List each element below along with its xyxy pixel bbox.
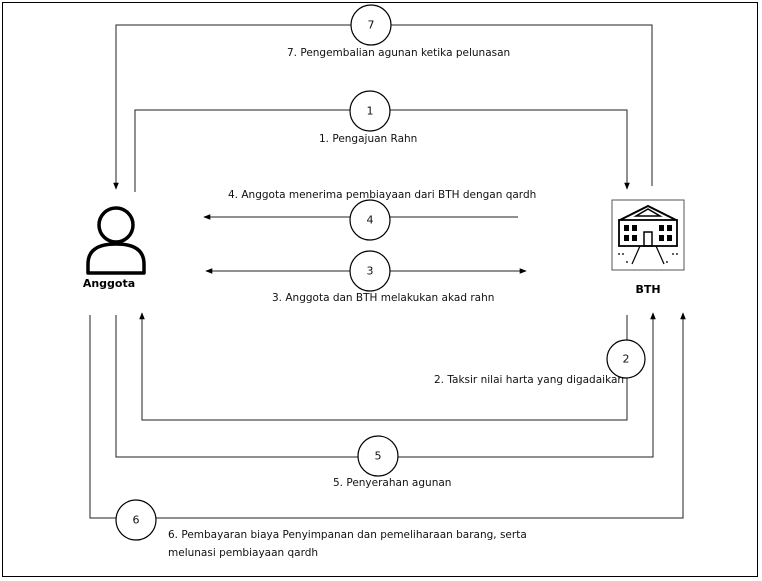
step-1-marker — [349, 90, 391, 132]
step-7: 7 7. Pengembalian agunan ketika pelunasa… — [113, 4, 653, 190]
person-icon — [86, 206, 146, 275]
step-4-marker — [349, 199, 391, 241]
step-1: 1 1. Pengajuan Rahn — [134, 90, 630, 192]
step-2-arrow — [139, 312, 628, 421]
step-2: 2 2. Taksir nilai harta yang digadaikan — [139, 312, 646, 421]
step-6-label-line2: melunasi pembiayaan qardh — [168, 547, 318, 559]
bth-actor: BTH — [611, 199, 685, 296]
step-6-marker — [115, 499, 157, 541]
step-6-arrow — [89, 312, 686, 519]
step-1-number: 1 — [367, 105, 374, 118]
step-7-marker — [350, 4, 392, 46]
step-3: 3 3. Anggota dan BTH melakukan akad rahn — [205, 250, 527, 304]
step-7-number: 7 — [368, 19, 375, 32]
bth-label: BTH — [635, 283, 660, 296]
step-4: 4 4. Anggota menerima pembiayaan dari BT… — [203, 189, 536, 241]
building-icon — [611, 199, 685, 271]
step-2-marker — [606, 339, 646, 379]
step-5-marker — [357, 435, 399, 477]
step-3-label: 3. Anggota dan BTH melakukan akad rahn — [272, 292, 494, 304]
step-5-label: 5. Penyerahan agunan — [333, 477, 451, 489]
step-6: 6 6. Pembayaran biaya Penyimpanan dan pe… — [89, 312, 686, 559]
anggota-actor: Anggota — [83, 206, 146, 290]
step-5: 5 5. Penyerahan agunan — [115, 312, 656, 489]
step-2-number: 2 — [623, 353, 630, 366]
step-5-number: 5 — [375, 450, 382, 463]
step-4-number: 4 — [367, 214, 374, 227]
step-6-number: 6 — [133, 514, 140, 527]
step-3-marker — [349, 250, 391, 292]
step-2-label: 2. Taksir nilai harta yang digadaikan — [434, 374, 624, 386]
step-1-label: 1. Pengajuan Rahn — [319, 133, 417, 145]
step-6-label-line1: 6. Pembayaran biaya Penyimpanan dan peme… — [168, 529, 527, 541]
anggota-label: Anggota — [83, 277, 135, 290]
step-3-number: 3 — [367, 265, 374, 278]
step-4-label: 4. Anggota menerima pembiayaan dari BTH … — [228, 189, 536, 201]
step-7-label: 7. Pengembalian agunan ketika pelunasan — [287, 47, 510, 59]
